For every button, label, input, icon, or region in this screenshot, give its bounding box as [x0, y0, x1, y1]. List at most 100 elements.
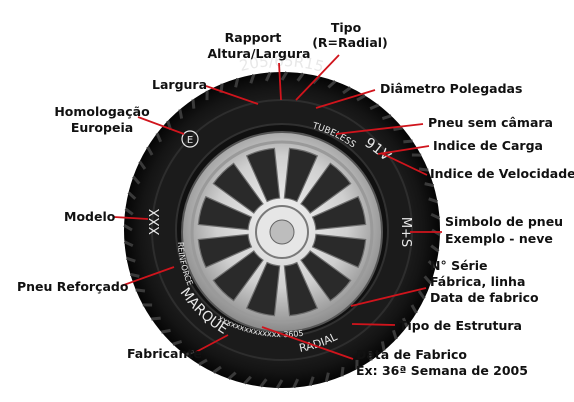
tread-block: [401, 317, 409, 328]
tread-block: [146, 146, 154, 156]
leader-velocidade: [380, 152, 428, 176]
tread-block: [138, 160, 147, 170]
tread-block: [380, 341, 386, 351]
tread-block: [280, 71, 289, 81]
tread-block: [393, 126, 403, 132]
rim-window: [212, 250, 264, 302]
tread-block: [243, 375, 252, 385]
tread-block: [178, 109, 184, 119]
rim-center-cap: [269, 219, 295, 245]
tread-block: [430, 212, 441, 220]
tread-block: [191, 99, 196, 109]
tread-block: [324, 372, 330, 382]
tread-block: [392, 329, 398, 340]
tread-block: [275, 379, 284, 389]
rim-window: [245, 147, 281, 203]
leader-carga: [377, 145, 430, 155]
tread-block: [132, 175, 141, 185]
tread-block: [369, 103, 380, 111]
label-indice-carga: Indice de Carga: [433, 138, 543, 153]
tread-block: [234, 78, 240, 88]
label-diametro: Diâmetro Polegadas: [380, 81, 522, 96]
rim-window: [197, 233, 253, 269]
model-marking: XXX: [148, 209, 163, 236]
tread-block: [368, 351, 373, 361]
rim-window: [283, 147, 319, 203]
rim-window: [245, 261, 281, 317]
tread-block: [356, 94, 366, 102]
tread-block: [428, 197, 438, 204]
leader-homologacao: [137, 116, 185, 135]
tread-block: [410, 304, 418, 314]
tread-block: [227, 371, 237, 380]
rim-lip: [190, 140, 374, 324]
leader-data-fabrico: [261, 326, 354, 360]
tread-block: [135, 288, 146, 293]
leader-serie: [350, 287, 427, 307]
rim-window: [300, 250, 352, 302]
leader-reforcado: [120, 266, 175, 287]
tread-block: [424, 182, 434, 188]
rim-spoke-windows: [197, 147, 367, 317]
leader-diametro: [315, 89, 376, 109]
label-tipo-line1: Tipo: [331, 20, 362, 35]
label-rapport-line2: Altura/Largura: [207, 46, 310, 61]
label-indice-velocidade: Indice de Velocidade: [430, 166, 574, 181]
tread-block: [130, 272, 140, 278]
tread-block: [264, 71, 272, 82]
tread-block: [381, 114, 392, 120]
tread-block: [327, 80, 337, 89]
tread-block: [430, 244, 440, 253]
label-serie-line1: N° Série: [430, 258, 487, 273]
tread-block: [418, 167, 429, 172]
tread-block: [403, 139, 413, 144]
label-modelo: Modelo: [64, 209, 116, 224]
label-data-fabrico-line1: Data de Fabrico: [356, 347, 467, 362]
label-simbolo-line1: Simbolo de pneu: [445, 214, 563, 229]
tread-block: [198, 358, 208, 366]
tread-block: [184, 349, 195, 357]
leader-tipo: [295, 54, 340, 101]
label-simbolo-line2: Exemplo - neve: [445, 231, 553, 246]
leader-tubeless: [335, 123, 424, 135]
svg-text:205/65R15: 205/65R15: [238, 52, 326, 76]
tread-block: [172, 340, 183, 346]
leader-lines: [113, 54, 442, 360]
label-pneu-sem-camara: Pneu sem câmara: [428, 115, 553, 130]
tread-block: [292, 378, 300, 389]
tread-block: [342, 86, 352, 95]
leader-modelo: [113, 216, 149, 220]
label-largura: Largura: [152, 77, 207, 92]
leader-rapport: [278, 62, 282, 101]
label-rapport-line1: Rapport: [225, 30, 282, 45]
label-serie-line2: Fábrica, linha: [430, 274, 525, 289]
label-tipo-line2: (R=Radial): [312, 35, 388, 50]
rim-window: [197, 195, 253, 231]
label-data-fabrico-line2: Ex: 36ª Semana de 2005: [356, 363, 528, 378]
ece-marking: E: [187, 135, 193, 146]
tread-block: [249, 74, 256, 84]
tread-block: [161, 328, 171, 334]
label-pneu-reforcado: Pneu Reforçado: [17, 279, 129, 294]
rim-window: [311, 195, 367, 231]
leader-fabricante: [195, 334, 229, 353]
rim-window: [283, 261, 319, 317]
rim-window: [311, 233, 367, 269]
tread-block: [123, 240, 134, 248]
label-fabricante: Fabricante: [127, 346, 202, 361]
leader-estrutura: [351, 323, 396, 326]
label-homologacao-line2: Europeia: [71, 120, 133, 135]
tread-block: [340, 366, 345, 377]
tread-block: [259, 378, 268, 388]
rim-window: [300, 162, 352, 214]
label-serie-line3: Data de fabrico: [430, 290, 539, 305]
rim-window: [212, 162, 264, 214]
wheel-rim: [181, 131, 383, 333]
tread-block: [423, 275, 432, 285]
tread-block: [296, 72, 305, 82]
tread-block: [155, 132, 163, 143]
snow-marking: M+S: [398, 217, 413, 247]
tread-block: [126, 256, 136, 263]
tread-block: [151, 316, 161, 321]
